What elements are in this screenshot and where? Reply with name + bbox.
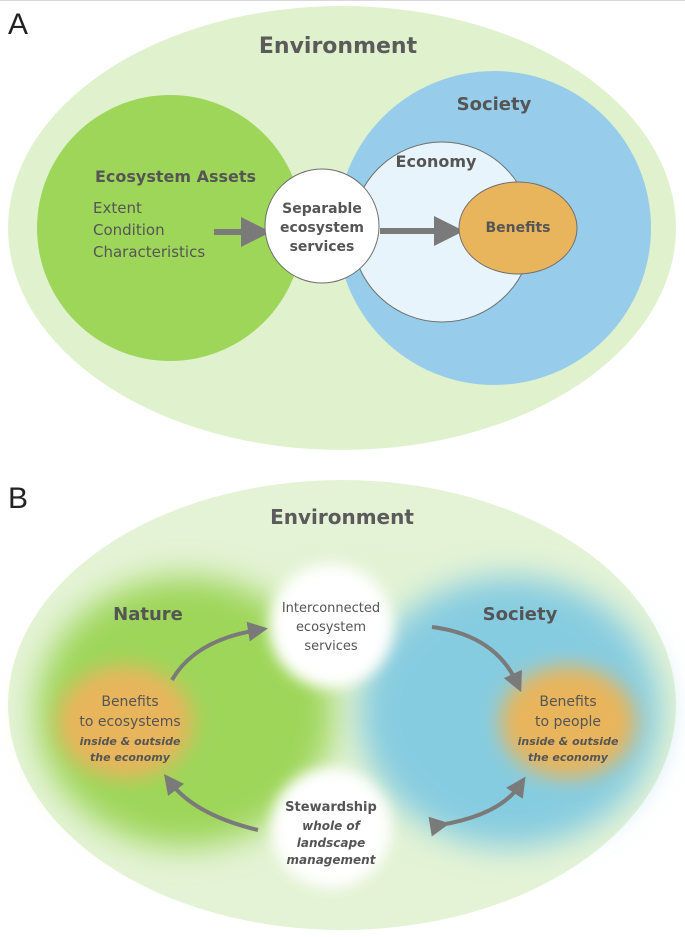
arrow-people-stewardship: [428, 776, 526, 837]
asset-item-characteristics: Characteristics: [93, 243, 205, 261]
panel-b: Environment Nature Society Interconnecte…: [8, 480, 676, 930]
benefits-people-line-2: to people: [535, 714, 601, 730]
benefits-people-blob: [500, 666, 636, 778]
panel-b-letter: B: [8, 482, 29, 515]
arrow-stewardship-to-ecosystems: [163, 774, 259, 832]
benefits-ecosystems-sub-2: the economy: [90, 751, 171, 764]
services-line-3: services: [290, 239, 355, 255]
benefits-people-line-1: Benefits: [539, 694, 596, 710]
society-label-b: Society: [483, 604, 558, 625]
arrow-benefits-to-services: [170, 621, 268, 682]
stewardship-sub-2: landscape: [297, 836, 365, 850]
interconnected-line-2: ecosystem: [296, 620, 366, 635]
environment-title-a: Environment: [259, 34, 418, 59]
stewardship-circle: [271, 768, 391, 888]
benefits-ecosystems-line-1: Benefits: [101, 694, 158, 710]
nature-label: Nature: [113, 604, 183, 625]
interconnected-services-circle: [269, 564, 393, 688]
benefits-ellipse-a: [458, 181, 578, 275]
society-label-a: Society: [457, 94, 532, 115]
benefits-ecosystems-blob: [57, 666, 193, 778]
benefits-ecosystems-line-2: to ecosystems: [79, 714, 180, 730]
economy-label: Economy: [396, 152, 477, 171]
ecosystem-assets-circle: [37, 95, 303, 361]
benefits-people-sub-1: inside & outside: [518, 735, 619, 748]
benefits-ecosystems-sub-1: inside & outside: [80, 735, 181, 748]
interconnected-line-3: services: [304, 639, 358, 654]
arrow-services-to-people: [431, 625, 522, 693]
interconnected-line-1: Interconnected: [282, 601, 380, 616]
stewardship-sub-1: whole of: [302, 819, 362, 833]
benefits-people-sub-2: the economy: [528, 751, 609, 764]
asset-item-extent: Extent: [93, 199, 142, 217]
asset-item-condition: Condition: [93, 221, 165, 239]
services-line-2: ecosystem: [280, 220, 364, 236]
ecosystem-assets-title: Ecosystem Assets: [95, 167, 256, 186]
top-divider: [0, 0, 685, 1]
separable-services-circle: [264, 168, 380, 284]
panel-a: Environment Society Economy Ecosystem As…: [8, 6, 676, 450]
stewardship-label: Stewardship: [285, 800, 377, 815]
stewardship-sub-3: management: [287, 853, 377, 867]
panel-a-letter: A: [8, 8, 29, 41]
environment-title-b: Environment: [270, 505, 414, 529]
services-line-1: Separable: [282, 201, 362, 217]
benefits-label-a: Benefits: [485, 220, 550, 236]
